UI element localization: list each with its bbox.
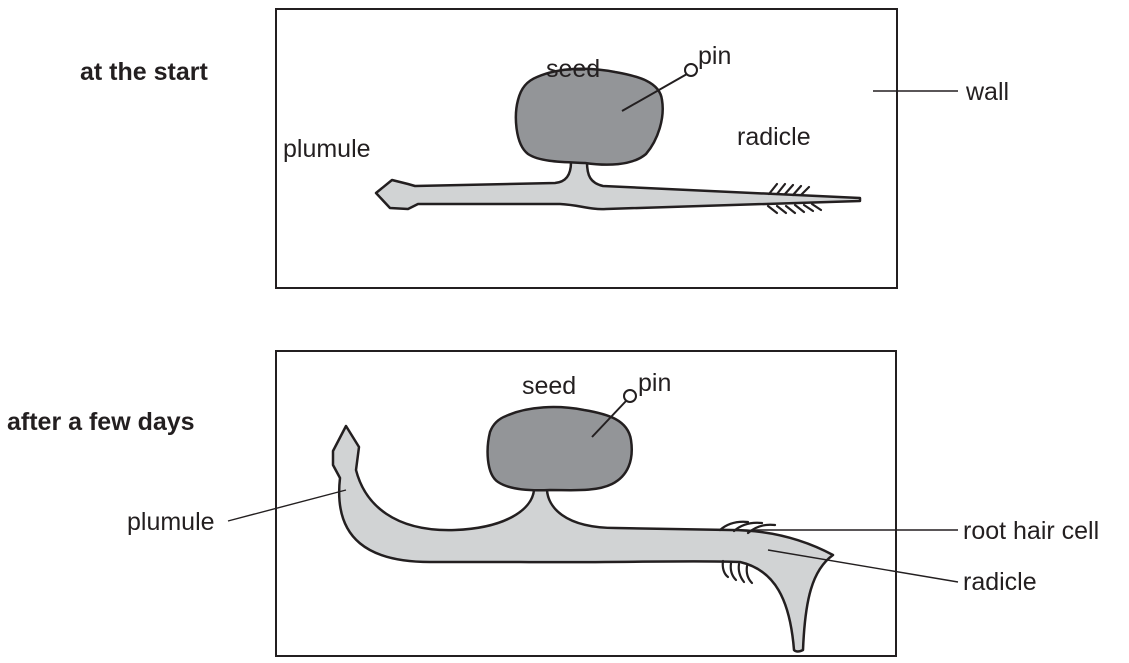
seedling-start — [376, 162, 860, 209]
seed-start — [516, 69, 663, 165]
label-plumule-start: plumule — [283, 135, 371, 163]
label-wall: wall — [965, 78, 1009, 106]
label-pin-after: pin — [638, 369, 671, 397]
label-radicle-after: radicle — [963, 568, 1037, 596]
label-root-hair-cell: root hair cell — [963, 517, 1099, 545]
heading-at-the-start: at the start — [80, 58, 208, 86]
seed-after — [488, 407, 632, 490]
label-plumule-after: plumule — [127, 508, 215, 536]
heading-after-a-few-days: after a few days — [7, 408, 195, 436]
label-pin-start: pin — [698, 42, 731, 70]
label-seed-start: seed — [546, 55, 600, 83]
label-seed-after: seed — [522, 372, 576, 400]
panel-at-the-start: at the start seed pin plumule — [80, 9, 1009, 288]
leader-plumule-after — [228, 490, 346, 521]
panel-after-a-few-days: after a few days seed pin plumule root h… — [7, 351, 1099, 656]
label-radicle-start: radicle — [737, 123, 811, 151]
